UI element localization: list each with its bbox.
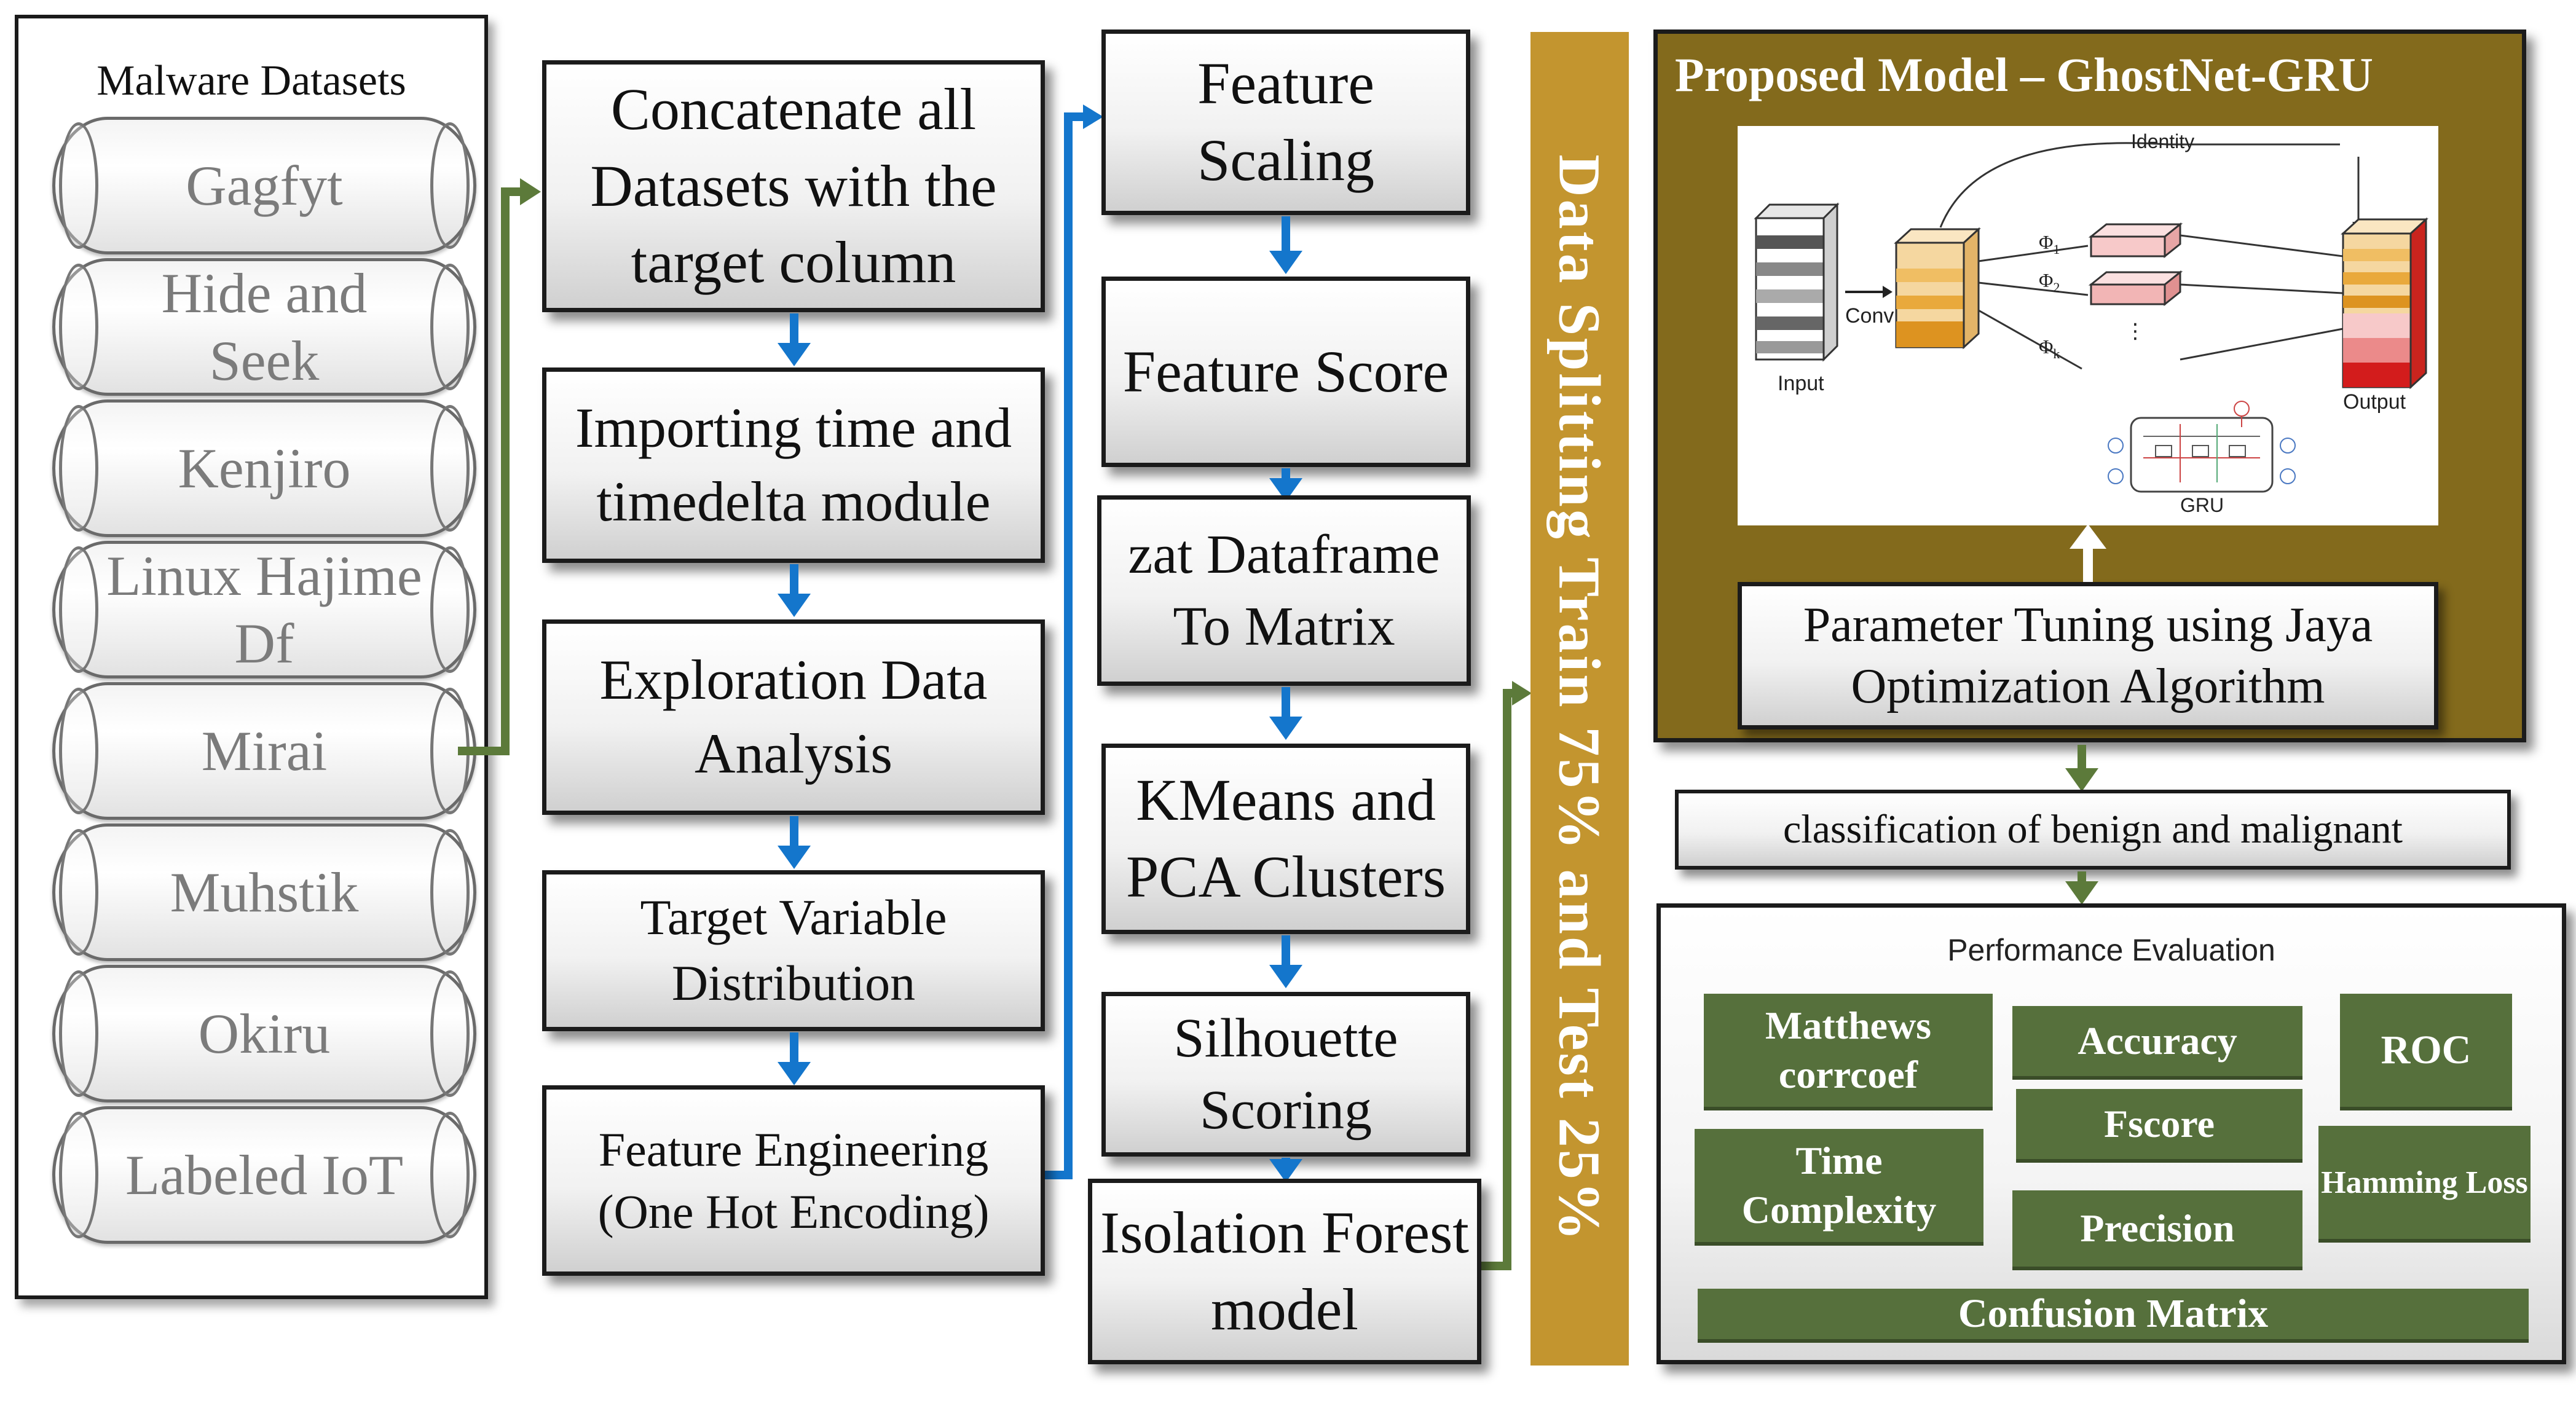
down-arrow [1269,216,1302,274]
step-zat-dataframe-to-matrix: zat Dataframe To Matrix [1097,495,1471,686]
step-feature-engineering: Feature Engineering (One Hot Encoding) [542,1085,1045,1276]
dataset-label: Okiru [198,1002,331,1065]
performance-evaluation-panel: Performance Evaluation Matthews corrcoef… [1656,903,2566,1364]
dataset-label: Mirai [201,719,328,782]
dataset-label: Labeled IoT [125,1143,404,1206]
down-arrow [1269,468,1302,501]
gru-cell-icon [2108,401,2296,493]
svg-text:Φ1: Φ1 [2039,231,2060,257]
jaya-parameter-tuning-box: Parameter Tuning using Jaya Optimization… [1738,582,2438,729]
ellipsis-dots: ⋮ [2125,319,2146,344]
metric-fscore: Fscore [2016,1089,2302,1163]
malware-datasets-panel: Malware Datasets Gagfyt Hide and Seek Ke… [15,15,488,1299]
architecture-drawing: Input Conv Identity [1754,130,2428,516]
output-tensor-icon [2341,217,2428,390]
down-arrow [2065,871,2098,905]
ghostnet-gru-architecture-figure: Input Conv Identity [1738,126,2438,525]
step-target-variable-distribution: Target Variable Distribution [542,870,1045,1031]
dataset-cylinder-mirai: Mirai [52,682,476,820]
step-silhouette-scoring: Silhouette Scoring [1101,992,1470,1157]
output-label: Output [2343,390,2406,414]
down-arrow [1269,935,1302,988]
svg-text:Φk: Φk [2039,336,2060,361]
blue-connector-to-mid-column [1042,112,1088,1179]
down-arrow [1269,687,1302,740]
dataset-label: Gagfyt [186,154,343,217]
green-connector-datasets [458,187,527,755]
green-arrowhead [1512,681,1532,705]
phi1-symbol: Φ [2039,231,2053,253]
metric-time-complexity: Time Complexity [1695,1129,1983,1246]
ghost-feature-map-icon [2088,270,2183,307]
dataset-label: Kenjiro [178,436,351,500]
down-arrow [2065,745,2098,792]
identity-label: Identity [2131,130,2194,152]
performance-evaluation-title: Performance Evaluation [1947,933,2275,967]
step-kmeans-pca-clusters: KMeans and PCA Clusters [1101,744,1470,934]
data-splitting-label: Data Splitting Train 75% and Test 25% [1546,154,1613,1243]
phi1-subscript: 1 [2053,242,2060,257]
proposed-model-title: Proposed Model – GhostNet-GRU [1675,48,2373,101]
phik-subscript: k [2053,346,2060,361]
step-import-time-module: Importing time and timedelta module [542,367,1045,563]
ghost-feature-map-icon [2088,222,2183,259]
dataset-label: Hide and Seek [161,261,368,392]
classification-box: classification of benign and malignant [1675,790,2511,870]
dataset-cylinder-labeled-iot: Labeled IoT [52,1106,476,1244]
phi2-symbol: Φ [2039,269,2053,291]
metric-accuracy: Accuracy [2012,1006,2302,1080]
dataset-cylinder-okiru: Okiru [52,965,476,1102]
svg-text:Φ2: Φ2 [2039,269,2060,295]
dataset-cylinder-hide-and-seek: Hide and Seek [52,258,476,396]
dataset-cylinder-gagfyt: Gagfyt [52,117,476,254]
data-splitting-bar [1530,32,1629,1366]
phik-symbol: Φ [2039,336,2053,358]
step-concatenate-datasets: Concatenate all Datasets with the target… [542,60,1045,312]
step-isolation-forest-model: Isolation Forest model [1088,1179,1481,1364]
up-arrow [2070,524,2106,582]
dataset-cylinder-muhstik: Muhstik [52,823,476,961]
down-arrow [778,1032,811,1085]
metric-precision: Precision [2012,1190,2302,1270]
proposed-model-panel: Proposed Model – GhostNet-GRU Input [1653,29,2526,742]
down-arrow [778,816,811,869]
gru-label: GRU [2180,494,2224,516]
step-feature-score: Feature Score [1101,277,1470,467]
datasets-title: Malware Datasets [97,57,406,104]
metric-hamming-loss: Hamming Loss [2318,1126,2531,1243]
green-connector-to-split [1481,689,1519,1270]
input-label: Input [1778,372,1824,395]
dataset-label: Linux Hajime Df [106,544,422,675]
phi2-subscript: 2 [2053,280,2060,295]
intrinsic-feature-map-icon [1894,227,1981,350]
input-tensor-icon [1754,202,1840,362]
blue-arrowhead [1083,104,1103,129]
down-arrow [778,313,811,366]
metric-confusion-matrix: Confusion Matrix [1698,1289,2529,1343]
step-exploration-data-analysis: Exploration Data Analysis [542,619,1045,815]
dataset-label: Muhstik [170,860,359,924]
down-arrow [1269,1158,1302,1182]
conv-label: Conv [1845,304,1894,328]
dataset-cylinder-linux-hajime: Linux Hajime Df [52,541,476,678]
down-arrow [778,564,811,617]
green-arrowhead [520,178,541,205]
step-feature-scaling: Feature Scaling [1101,29,1470,215]
metric-roc: ROC [2340,994,2512,1110]
metric-matthews-corrcoef: Matthews corrcoef [1704,994,1993,1110]
dataset-cylinder-kenjiro: Kenjiro [52,399,476,537]
